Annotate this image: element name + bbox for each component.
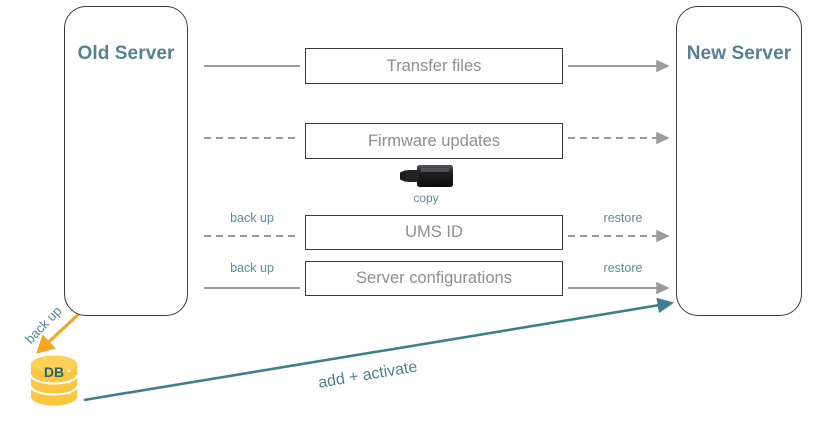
database-label: DB (43, 364, 65, 380)
row-box-ums-id[interactable]: UMS ID (305, 215, 563, 250)
old-server-container: Old Server (64, 6, 188, 316)
connector-label-right-server-configurations: restore (603, 261, 643, 275)
new-server-title: New Server (686, 43, 792, 64)
usb-stick-icon (400, 165, 453, 187)
row-label-transfer-files: Transfer files (386, 56, 482, 75)
old-server-title: Old Server (77, 43, 175, 64)
usb-copy-caption: copy (413, 191, 439, 205)
database-cylinder-icon (30, 355, 78, 406)
connector-label-right-ums-id: restore (603, 211, 643, 225)
connector-label-left-server-configurations: back up (230, 261, 274, 275)
usb-copy-group: copy (398, 190, 454, 205)
row-label-firmware-updates: Firmware updates (367, 131, 501, 150)
row-label-ums-id: UMS ID (405, 223, 463, 241)
row-box-server-configurations[interactable]: Server configurations (305, 261, 563, 296)
add-activate-arrow (83, 297, 675, 402)
connector-label-left-ums-id: back up (230, 211, 274, 225)
row-box-transfer-files[interactable]: Transfer files (305, 48, 563, 84)
new-server-container: New Server (676, 6, 802, 316)
row-label-server-configurations: Server configurations (356, 269, 512, 287)
row-box-firmware-updates[interactable]: Firmware updates (305, 123, 563, 159)
